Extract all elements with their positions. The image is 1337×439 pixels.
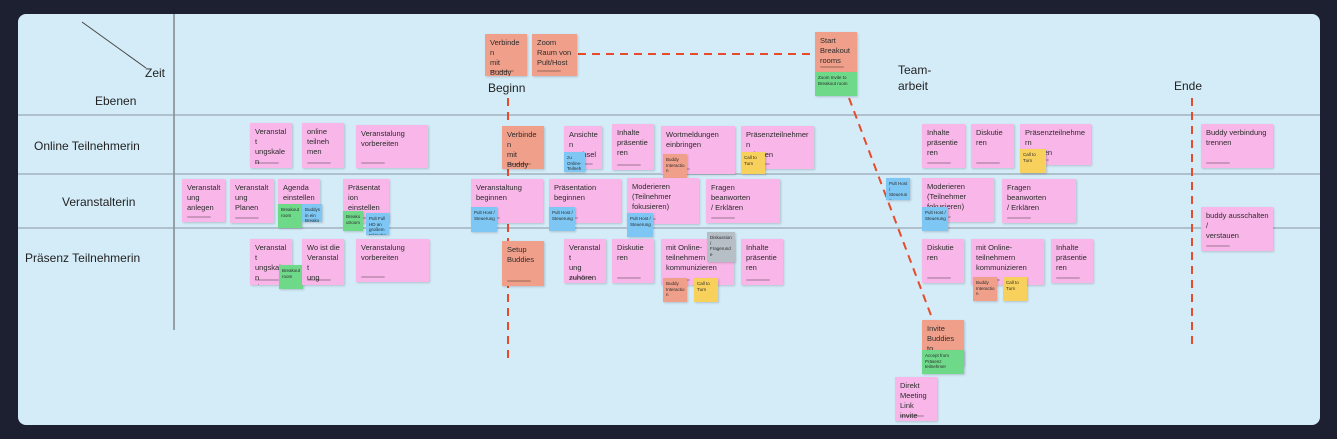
note-author-line (1056, 277, 1080, 279)
note-author-line (927, 277, 951, 279)
sticky-note-buddy-interaction[interactable]: Buddy Interaction (663, 154, 687, 178)
note-author-line (235, 217, 259, 219)
sticky-note-diskutie-ren[interactable]: Diskutie ren (922, 239, 964, 283)
sticky-note-accept-from-praesenz-teilnehmer[interactable]: Accept from Präsenz teilnehmer (922, 350, 964, 374)
sticky-note-buddys-in-ein-breakout[interactable]: Buddys in ein Breakout (302, 204, 322, 222)
sticky-note-call-to-turn[interactable]: Call to Turn (1020, 149, 1046, 173)
note-author-line (307, 162, 331, 164)
sticky-note-breakoutroom[interactable]: Breakoutroom (343, 211, 363, 231)
note-author-line (569, 277, 593, 279)
note-author-line (711, 217, 735, 219)
note-author-line (307, 279, 331, 281)
sticky-note-breakoutroom[interactable]: Breakoutroom (278, 204, 302, 228)
sticky-note-pult-host-steuerung[interactable]: Pult Host / Steuerung (627, 213, 653, 237)
sticky-note-pult-host-steuerung[interactable]: Pult Host / Steuerung (471, 207, 497, 232)
note-author-line (537, 70, 561, 72)
sticky-note-inhalte-praesentie-ren[interactable]: Inhalte präsentie ren (612, 124, 654, 170)
note-author-line (820, 66, 844, 68)
sticky-note-buddy-interaction[interactable]: Buddy Interaction (663, 278, 687, 302)
note-author-line (927, 162, 951, 164)
sticky-note-call-to-turn[interactable]: Call to Turn (1003, 277, 1027, 301)
sticky-note-veranstalung-vorbereiten[interactable]: Veranstalung vorbereiten (356, 125, 428, 168)
sticky-note-call-to-turn[interactable]: Call to Turn (694, 278, 718, 302)
sticky-note-veranstalung-vorbereiten[interactable]: Veranstalung vorbereiten (356, 239, 429, 282)
sticky-note-online-teilneh-men[interactable]: online teilneh men (302, 123, 344, 168)
sticky-note-pult-host-steuerung[interactable]: Pult Host / Steuerung (549, 207, 575, 231)
note-author-line (900, 415, 924, 417)
sticky-note-buddy-ausschalten-verstauen[interactable]: buddy ausschalten / verstauen (1201, 207, 1273, 251)
sticky-note-buddy-verbindung-trennen[interactable]: Buddy verbindung trennen (1201, 124, 1273, 168)
sticky-note-moderieren-teilnehmer-fokusieren[interactable]: Moderieren (Teilnehmer fokusieren) (922, 178, 994, 222)
note-author-line (617, 164, 641, 166)
lane-praesenz-teilnehmerin: Präsenz Teilnehmerin (25, 251, 141, 265)
sticky-note-fragen-beanworten-erklaeren[interactable]: Fragen beanworten / Erklären (706, 179, 780, 223)
sticky-note-zoom-raum-von-pult-host[interactable]: Zoom Raum von Pult/Host (532, 34, 577, 76)
note-author-line (617, 277, 641, 279)
sticky-note-diskutie-ren[interactable]: Diskutie ren (971, 124, 1014, 168)
note-author-line (255, 162, 279, 164)
note-author-line (490, 70, 514, 72)
note-author-line (507, 280, 531, 282)
note-author-line (1206, 245, 1230, 247)
sticky-note-diskutie-ren[interactable]: Diskutie ren (612, 239, 654, 283)
note-author-line (361, 162, 385, 164)
sticky-note-veranstalt-ung-zuhoeren[interactable]: Veranstalt ung zuhören (564, 239, 606, 283)
sticky-note-breakoutroom[interactable]: Breakoutroom (279, 265, 303, 289)
sticky-note-veranstalt-ungskalen-der[interactable]: Veranstalt ungskalen der (250, 123, 292, 168)
sticky-note-zu-online-teilnehmer[interactable]: zu Online- Teilnehmer (564, 152, 585, 172)
sticky-note-verbinden-mit-buddy[interactable]: Verbinden mit Buddy (502, 126, 544, 169)
sticky-note-pult-host-steuerung[interactable]: Pult Host / Steuerung (922, 207, 948, 231)
note-author-line (1007, 217, 1031, 219)
lane-veranstalterin: Veranstalterin (62, 195, 136, 209)
phase-ende: Ende (1174, 79, 1203, 93)
sticky-note-inhalte-praesentie-ren[interactable]: Inhalte präsentie ren (922, 124, 965, 168)
header-zeit-label: Zeit (145, 66, 166, 80)
note-author-line (255, 279, 279, 281)
sticky-note-veranstalt-ung-anlegen[interactable]: Veranstalt ung anlegen (182, 179, 225, 222)
sticky-note-direkt-meeting-link-invite[interactable]: Direkt Meeting Link invite (895, 377, 937, 421)
sticky-note-verbinden-mit-buddy[interactable]: Verbinden mit Buddy (485, 34, 527, 76)
sticky-note-pult-host-steuerung[interactable]: Pult Host / Steuerung (886, 178, 910, 200)
sticky-note-call-to-turn[interactable]: Call to Turn (741, 152, 765, 174)
note-author-line (1206, 162, 1230, 164)
note-author-line (976, 162, 1000, 164)
note-author-line (746, 279, 770, 281)
sticky-note-fragen-beanworten-erklaeren[interactable]: Fragen beanworten / Erklären (1002, 179, 1076, 223)
sticky-note-setup-buddies[interactable]: Setup Buddies (502, 241, 544, 286)
sticky-note-buddy-interaction[interactable]: Buddy Interaction (973, 277, 997, 301)
sticky-note-start-breakout-rooms[interactable]: Start Breakout rooms (815, 32, 857, 72)
sticky-note-inhalte-praesentie-ren[interactable]: Inhalte präsentie ren (1051, 239, 1093, 283)
note-author-line (187, 216, 211, 218)
header-ebenen-label: Ebenen (95, 94, 137, 108)
note-author-line (361, 276, 385, 278)
phase-beginn: Beginn (488, 81, 526, 95)
phase-teamarbeit: Team- arbeit (898, 63, 932, 93)
sticky-note-pult-full-hd-an-grossem-bildschirm[interactable]: Pult Full HD an großem Bildschirm (366, 213, 389, 235)
sticky-note-wo-ist-die-veranstalt-ung[interactable]: Wo ist die Veranstalt ung (302, 239, 344, 285)
note-author-line (507, 163, 531, 165)
lane-online-teilnehmerin: Online Teilnehmerin (34, 139, 140, 153)
sticky-note-diskussion-fragerunde[interactable]: Diskussion / Fragerunde (707, 232, 735, 262)
sticky-note-zoom-invite-to-breakout-room[interactable]: Zoom Invite to Breakout room (815, 72, 857, 96)
sticky-note-veranstalt-ung-planen[interactable]: Veranstalt ung Planen (230, 179, 274, 223)
sticky-note-inhalte-praesentie-ren[interactable]: Inhalte präsentie ren (741, 239, 783, 285)
